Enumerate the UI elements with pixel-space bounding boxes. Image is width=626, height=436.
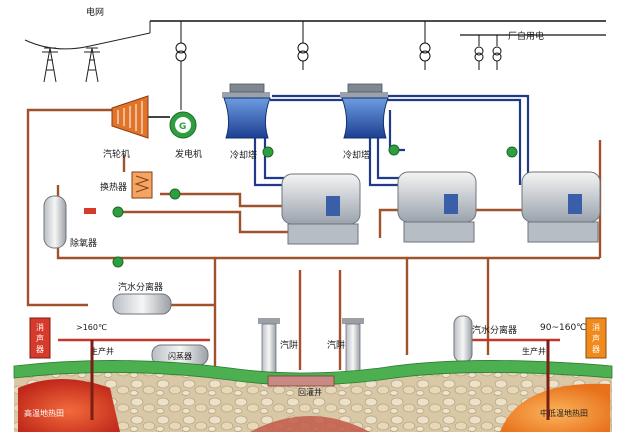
reinjection-well-label: 回灌井 bbox=[298, 387, 322, 397]
high-temp-field bbox=[18, 379, 120, 432]
turbine-label: 汽轮机 bbox=[103, 148, 130, 160]
silencer-left-char-3: 器 bbox=[36, 345, 44, 354]
well-left-label: 生产井 bbox=[90, 346, 114, 356]
hot-pipes bbox=[26, 108, 602, 370]
pump-valves bbox=[112, 144, 518, 268]
transformer-3 bbox=[419, 21, 431, 70]
deaerator-tank bbox=[43, 195, 96, 249]
heat-exchanger bbox=[131, 171, 153, 199]
heat-exchanger-label: 换热器 bbox=[100, 181, 127, 193]
steam-pump-1 bbox=[258, 318, 280, 377]
transformer-4 bbox=[474, 35, 502, 70]
generator-symbol: G bbox=[179, 122, 186, 132]
low-temp-field-label: 中低温地热田 bbox=[540, 408, 588, 418]
reinjection-base bbox=[250, 375, 370, 432]
steam-turbine bbox=[111, 95, 170, 139]
well-right-label: 生产井 bbox=[522, 346, 546, 356]
silencer-right-char-1: 消 bbox=[592, 322, 600, 332]
grid-label: 电网 bbox=[86, 6, 104, 18]
transformer-2 bbox=[297, 21, 309, 70]
steam-pump-2-label: 汽阱 bbox=[327, 339, 345, 351]
chiller-unit-2 bbox=[397, 171, 477, 243]
temp-right-label: 90~160℃ bbox=[540, 323, 586, 333]
deaerator-label: 除氧器 bbox=[70, 237, 97, 249]
cooling-tower-1 bbox=[222, 83, 271, 139]
generator: G bbox=[169, 111, 197, 139]
overhead-wire bbox=[24, 32, 151, 50]
plant-power-label: 厂自用电 bbox=[508, 30, 544, 42]
separator-left bbox=[112, 293, 172, 315]
separator-right-label: 汽水分离器 bbox=[472, 324, 517, 336]
transformer-1 bbox=[175, 21, 187, 110]
separator-right bbox=[453, 315, 473, 363]
cooling-tower-2-label: 冷却塔 bbox=[343, 149, 370, 161]
high-temp-field-label: 高温地热田 bbox=[24, 408, 64, 418]
temp-left-label: >160℃ bbox=[76, 323, 107, 332]
cooling-tower-1-label: 冷却塔 bbox=[230, 149, 257, 161]
flash-vessel-label: 闪蒸器 bbox=[168, 351, 192, 361]
cooling-tower-2 bbox=[340, 83, 389, 139]
silencer-right-char-2: 声 bbox=[592, 333, 600, 343]
cooling-water-pipes bbox=[253, 94, 530, 187]
chiller-unit-1 bbox=[281, 173, 361, 245]
steam-pump-2 bbox=[342, 318, 364, 377]
silencer-right bbox=[585, 317, 607, 359]
silencer-left-char-2: 声 bbox=[36, 333, 44, 343]
low-temp-field bbox=[500, 383, 610, 432]
power-grid: 电网 厂自用电 bbox=[24, 6, 606, 110]
silencer-left bbox=[29, 317, 51, 359]
steam-pump-1-label: 汽阱 bbox=[280, 339, 298, 351]
transmission-tower-icon bbox=[42, 47, 100, 83]
generator-label: 发电机 bbox=[175, 148, 202, 160]
ground-section bbox=[13, 360, 613, 432]
separator-left-label: 汽水分离器 bbox=[118, 281, 163, 293]
silencer-left-char-1: 消 bbox=[36, 322, 44, 332]
chiller-unit-3 bbox=[521, 171, 601, 243]
silencer-right-char-3: 器 bbox=[592, 345, 600, 354]
